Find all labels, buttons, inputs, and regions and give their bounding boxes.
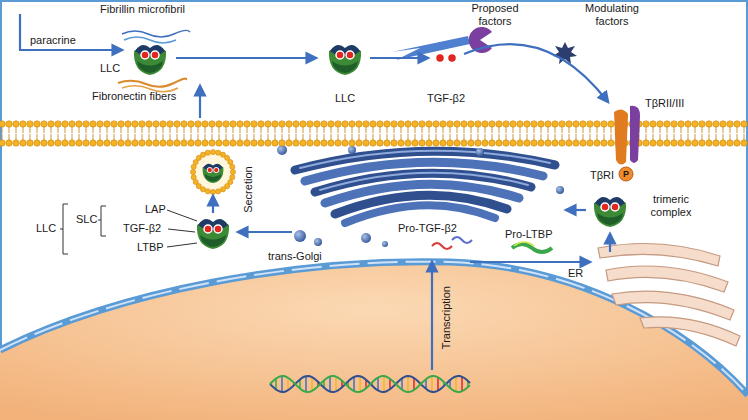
label: Secretion — [241, 167, 254, 213]
label: Modulating factors — [575, 2, 650, 28]
label: LTBP — [137, 241, 164, 254]
label: Fibronectin fibers — [92, 90, 176, 103]
label: ER — [568, 267, 583, 280]
label: Fibrillin microfibril — [100, 3, 185, 16]
label: trans-Golgi — [268, 250, 322, 263]
label: LAP — [145, 203, 166, 216]
label: trimeric complex — [640, 193, 702, 219]
label: LLC — [335, 92, 355, 105]
label: TβRI — [590, 169, 614, 182]
label: P — [623, 169, 629, 180]
label: SLC — [76, 213, 97, 226]
label: TGF-β2 — [123, 222, 161, 235]
label: TGF-β2 — [427, 92, 465, 105]
label: paracrine — [30, 34, 76, 47]
label: Pro-LTBP — [505, 228, 552, 241]
label: TβRII/III — [645, 97, 684, 110]
label: Transcription — [440, 286, 453, 349]
label: LLC — [36, 222, 56, 235]
label: Proposed factors — [465, 2, 525, 28]
label: Pro-TGF-β2 — [398, 222, 457, 235]
label: LLC — [100, 62, 120, 75]
